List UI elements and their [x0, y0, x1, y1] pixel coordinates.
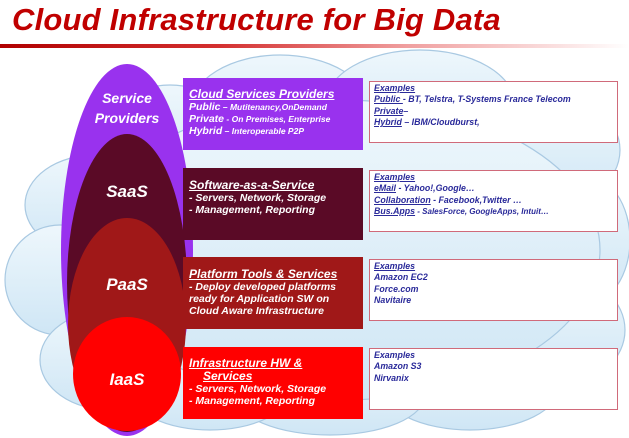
- example-label: Public: [374, 94, 403, 105]
- example-detail: - Facebook,Twitter …: [430, 194, 522, 205]
- examples-header: Examples: [374, 83, 416, 93]
- service-providers-label: Service Providers: [67, 88, 187, 128]
- box-line: - Servers, Network, Storage: [189, 383, 327, 395]
- box-title-line-1: Infrastructure HW &: [189, 356, 303, 370]
- box-line-main: Hybrid: [189, 125, 223, 137]
- example-row: Public - BT, Telstra, T-Systems France T…: [374, 94, 613, 105]
- example-row: Navitaire: [374, 295, 412, 306]
- box-line: - Servers, Network, Storage: [189, 192, 327, 204]
- iaas-box: Infrastructure HW & Services - Servers, …: [183, 347, 363, 419]
- box-line: ready for Application SW on: [189, 293, 330, 305]
- box-line: - Management, Reporting: [189, 204, 316, 216]
- example-label: Private: [374, 105, 404, 116]
- box-line: Public – Mutitenancy,OnDemand: [189, 101, 357, 113]
- examples-header: Examples: [374, 350, 416, 360]
- example-row: Collaboration - Facebook,Twitter …: [374, 195, 613, 206]
- box-line-detail: – Mutitenancy,OnDemand: [220, 102, 327, 112]
- box-title: Cloud Services Providers: [189, 87, 335, 101]
- examples-header: Examples: [374, 261, 416, 271]
- example-row: Bus.Apps - SalesForce, GoogleApps, Intui…: [374, 206, 613, 217]
- example-label: Hybrid: [374, 117, 402, 128]
- example-row: Private–: [374, 106, 613, 117]
- example-row: Force.com: [374, 283, 419, 294]
- saas-label: SaaS: [106, 182, 148, 201]
- example-detail: - Yahoo!,Google…: [396, 183, 475, 194]
- paas-label: PaaS: [106, 275, 148, 294]
- example-row: Amazon S3: [374, 361, 422, 372]
- page-title: Cloud Infrastructure for Big Data: [12, 2, 501, 37]
- box-title: Software-as-a-Service: [189, 178, 315, 192]
- example-detail: - SalesForce, GoogleApps, Intuit…: [415, 207, 549, 217]
- box-line-detail: – Interoperable P2P: [222, 126, 304, 136]
- examples-header: Examples: [374, 172, 416, 182]
- example-label: Bus.Apps: [374, 206, 416, 217]
- service-providers-label-line-1: Service: [102, 90, 152, 106]
- box-line-main: Public: [189, 101, 221, 113]
- saas-examples: Examples eMail - Yahoo!,Google… Collabor…: [369, 170, 618, 232]
- example-detail: - BT, Telstra, T-Systems France Telecom: [402, 94, 571, 105]
- example-row: Amazon EC2: [374, 272, 428, 283]
- box-line: - Deploy developed platforms: [189, 281, 337, 293]
- example-label: eMail: [374, 183, 397, 194]
- box-line: Private - On Premises, Enterprise: [189, 113, 357, 125]
- example-row: eMail - Yahoo!,Google…: [374, 183, 613, 194]
- box-title-line-2: Services: [203, 369, 253, 383]
- service-providers-label-line-2: Providers: [94, 110, 160, 126]
- iaas-label: IaaS: [109, 370, 145, 389]
- paas-examples: Examples Amazon EC2 Force.com Navitaire: [369, 259, 618, 321]
- iaas-oval: [73, 317, 181, 431]
- example-detail: – IBM/Cloudburst,: [401, 117, 480, 128]
- example-row: Hybrid – IBM/Cloudburst,: [374, 117, 613, 128]
- box-line: Cloud Aware Infrastructure: [189, 305, 324, 317]
- box-line-detail: - On Premises, Enterprise: [224, 114, 331, 124]
- paas-box: Platform Tools & Services - Deploy devel…: [183, 257, 363, 329]
- service-providers-examples: Examples Public - BT, Telstra, T-Systems…: [369, 81, 618, 143]
- saas-box: Software-as-a-Service - Servers, Network…: [183, 168, 363, 240]
- box-line: Hybrid – Interoperable P2P: [189, 125, 357, 137]
- title-underline: [0, 44, 629, 48]
- box-line: - Management, Reporting: [189, 395, 316, 407]
- example-detail: –: [403, 105, 409, 116]
- example-row: Nirvanix: [374, 372, 409, 383]
- iaas-examples: Examples Amazon S3 Nirvanix: [369, 348, 618, 410]
- example-label: Collaboration: [374, 194, 431, 205]
- box-line-main: Private: [189, 113, 225, 125]
- cloud-services-providers-box: Cloud Services Providers Public – Mutite…: [183, 78, 363, 150]
- box-title: Platform Tools & Services: [189, 267, 338, 281]
